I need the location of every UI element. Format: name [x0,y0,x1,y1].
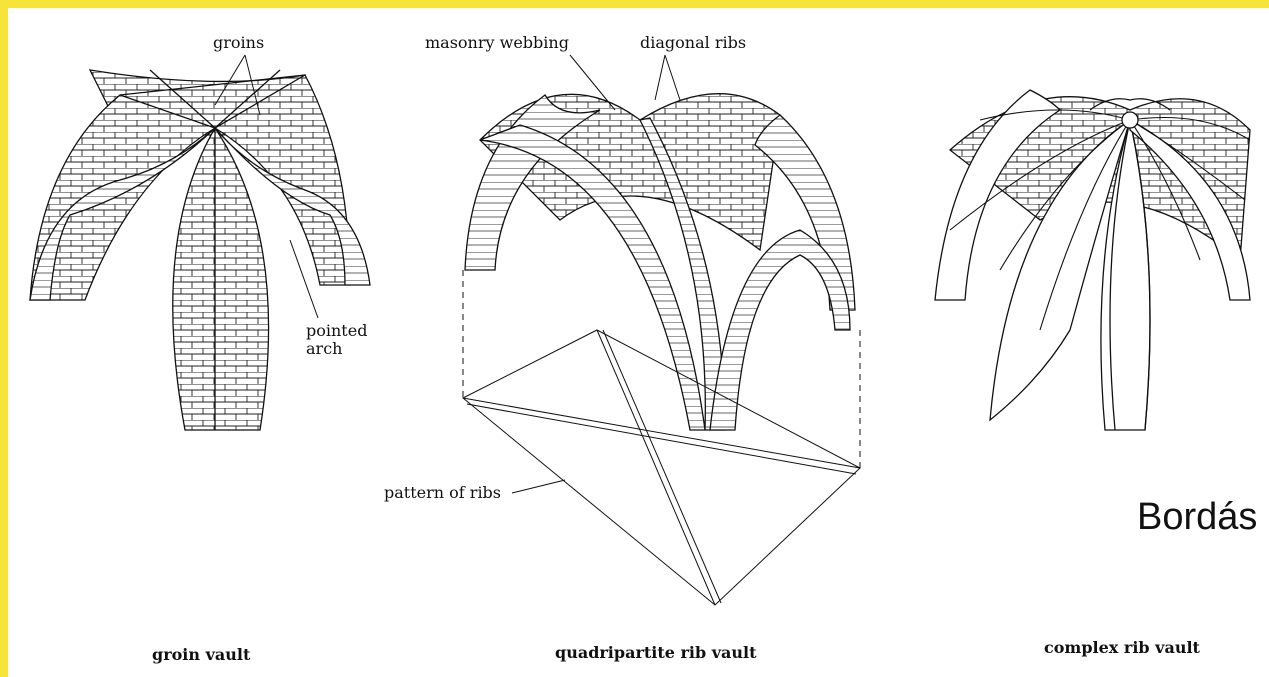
label-pattern-of-ribs: pattern of ribs [384,484,501,502]
caption-quadripartite-rib-vault: quadripartite rib vault [555,643,757,662]
caption-complex-rib-vault: complex rib vault [1044,638,1200,657]
label-pointed-arch-line1: pointed [306,322,367,340]
label-groins: groins [213,34,264,52]
overlay-title-text: Bordás [1137,496,1269,539]
label-diagonal-ribs: diagonal ribs [640,34,746,52]
groin-vault-drawing [30,70,370,430]
label-masonry-webbing: masonry webbing [425,34,569,52]
quadripartite-vault-drawing [463,94,860,605]
caption-groin-vault: groin vault [152,645,250,664]
label-pointed-arch-line2: arch [306,340,342,358]
complex-vault-drawing [935,90,1250,430]
